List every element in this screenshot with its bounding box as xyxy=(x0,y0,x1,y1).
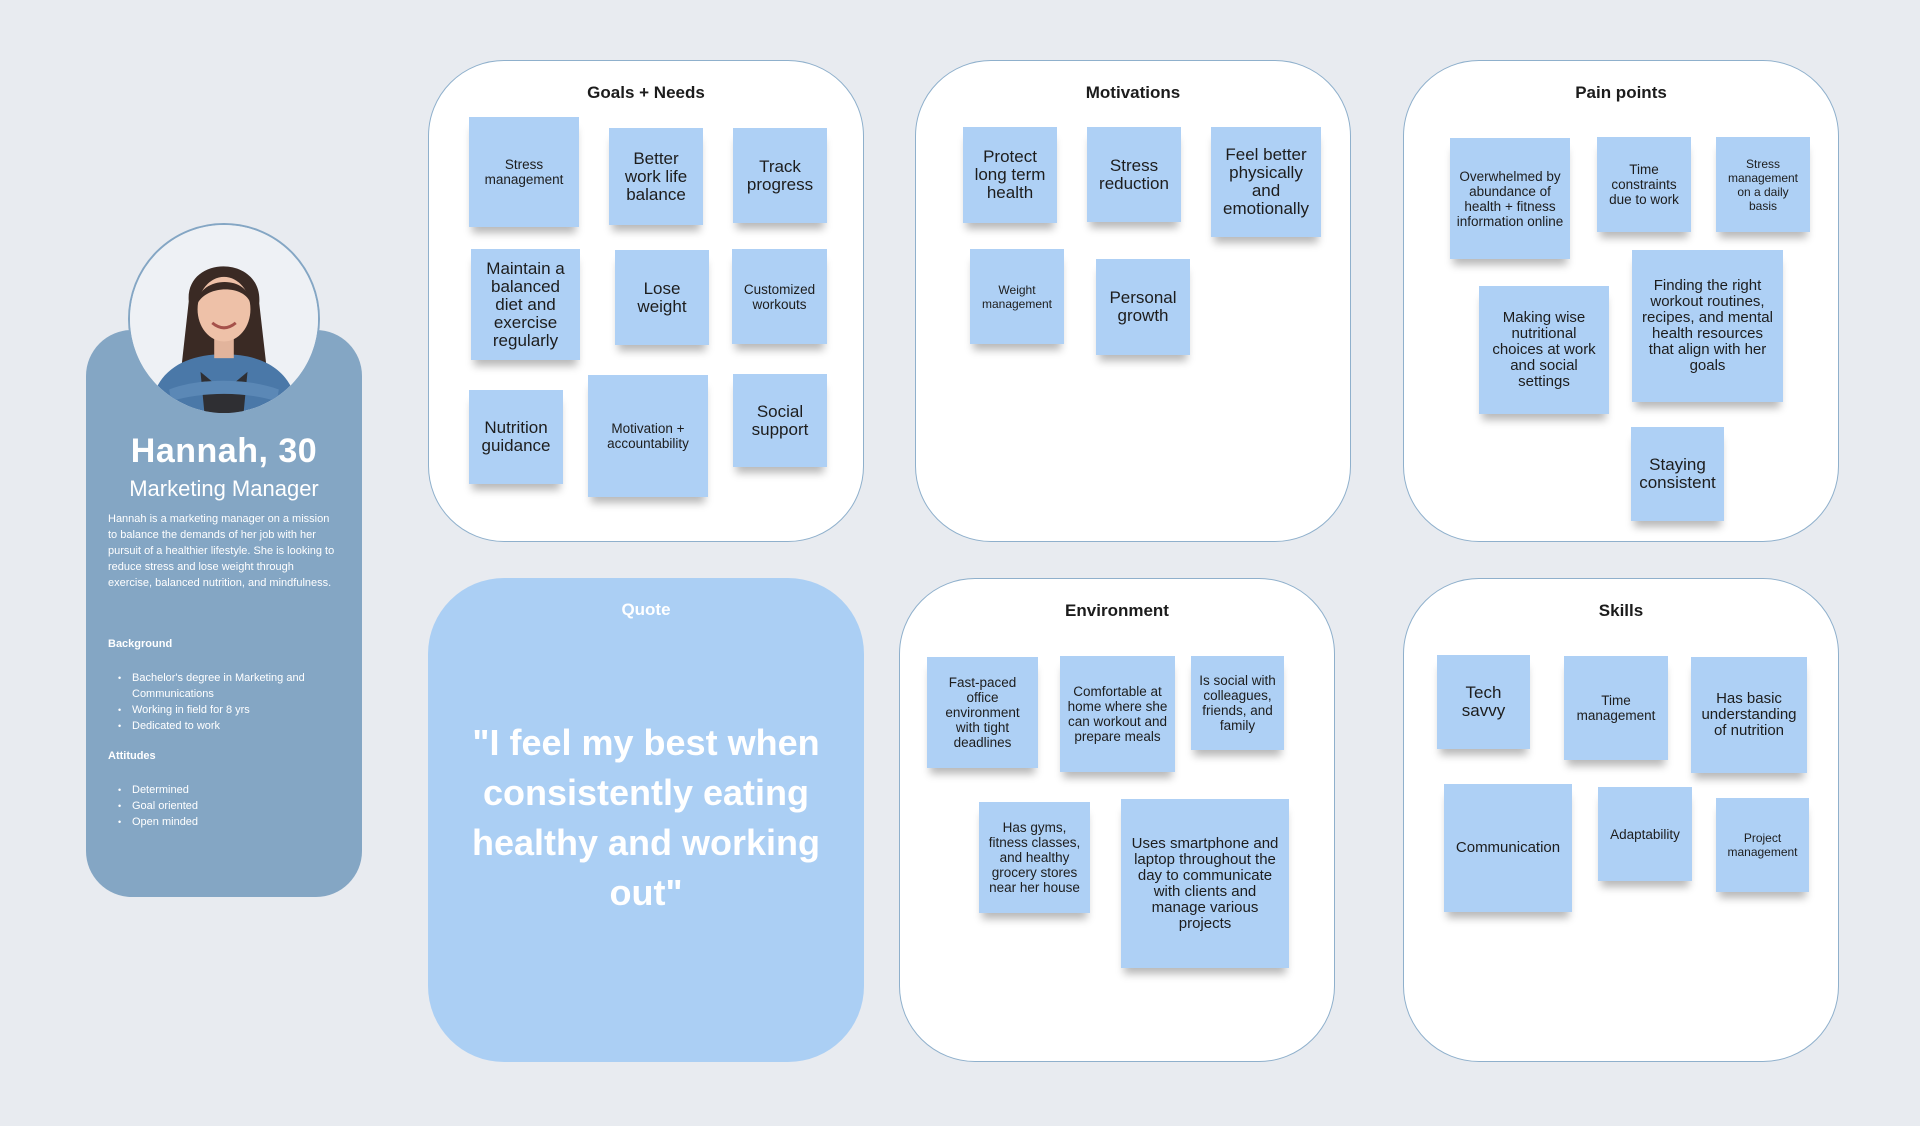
sticky-note[interactable]: Fast-paced office environment with tight… xyxy=(927,657,1038,768)
persona-role: Marketing Manager xyxy=(129,476,319,501)
sticky-note[interactable]: Finding the right workout routines, reci… xyxy=(1632,250,1783,402)
quote-title: Quote xyxy=(621,600,671,619)
attitudes-heading: Attitudes xyxy=(108,750,156,762)
sticky-note[interactable]: Communication xyxy=(1444,784,1572,912)
sticky-note[interactable]: Adaptability xyxy=(1598,787,1692,881)
sticky-note[interactable]: Is social with colleagues, friends, and … xyxy=(1191,656,1284,750)
attitudes-list: Determined Goal oriented Open minded xyxy=(108,782,344,830)
pain-points-title: Pain points xyxy=(1575,83,1667,102)
quote-text: "I feel my best when consistently eating… xyxy=(471,722,821,913)
sticky-note[interactable]: Uses smartphone and laptop throughout th… xyxy=(1121,799,1289,968)
sticky-note[interactable]: Better work life balance xyxy=(609,128,703,225)
sticky-note[interactable]: Comfortable at home where she can workou… xyxy=(1060,656,1175,772)
sticky-note[interactable]: Feel better physically and emotionally xyxy=(1211,127,1321,237)
sticky-note[interactable]: Time management xyxy=(1564,656,1668,760)
motivations-title: Motivations xyxy=(1085,83,1181,102)
sticky-note[interactable]: Stress management xyxy=(469,117,579,227)
persona-bio: Hannah is a marketing manager on a missi… xyxy=(108,513,335,589)
attitude-item: Open minded xyxy=(108,814,344,830)
sticky-note[interactable]: Project management xyxy=(1716,798,1809,892)
sticky-note[interactable]: Staying consistent xyxy=(1631,427,1724,521)
sticky-note[interactable]: Stress management on a daily basis xyxy=(1716,137,1810,232)
persona-card: Hannah, 30 Marketing Manager Hannah is a… xyxy=(86,330,362,897)
sticky-note[interactable]: Tech savvy xyxy=(1437,655,1530,749)
sticky-note[interactable]: Time constraints due to work xyxy=(1597,137,1691,232)
sticky-note[interactable]: Stress reduction xyxy=(1087,127,1181,222)
sticky-note[interactable]: Motivation + accountability xyxy=(588,375,708,497)
background-list: Bachelor's degree in Marketing and Commu… xyxy=(108,670,344,734)
sticky-note[interactable]: Weight management xyxy=(970,249,1064,344)
sticky-note[interactable]: Maintain a balanced diet and exercise re… xyxy=(471,249,580,360)
goals-needs-title: Goals + Needs xyxy=(587,83,705,102)
sticky-note[interactable]: Personal growth xyxy=(1096,259,1190,355)
sticky-note[interactable]: Lose weight xyxy=(615,250,709,345)
sticky-note[interactable]: Protect long term health xyxy=(963,127,1057,223)
background-heading: Background xyxy=(108,638,173,650)
environment-title: Environment xyxy=(1065,601,1169,620)
sticky-note[interactable]: Overwhelmed by abundance of health + fit… xyxy=(1450,138,1570,259)
sticky-note[interactable]: Customized workouts xyxy=(732,249,827,344)
sticky-note[interactable]: Social support xyxy=(733,374,827,467)
sticky-note[interactable]: Track progress xyxy=(733,128,827,223)
background-item: Bachelor's degree in Marketing and Commu… xyxy=(108,670,344,702)
skills-title: Skills xyxy=(1598,601,1644,620)
sticky-note[interactable]: Has basic understanding of nutrition xyxy=(1691,657,1807,773)
background-item: Working in field for 8 yrs xyxy=(108,702,344,718)
attitude-item: Determined xyxy=(108,782,344,798)
sticky-note[interactable]: Making wise nutritional choices at work … xyxy=(1479,286,1609,414)
persona-name: Hannah, 30 xyxy=(130,432,318,470)
avatar-photo xyxy=(130,225,318,413)
sticky-note[interactable]: Has gyms, fitness classes, and healthy g… xyxy=(979,802,1090,913)
attitude-item: Goal oriented xyxy=(108,798,344,814)
avatar xyxy=(128,223,320,415)
background-item: Dedicated to work xyxy=(108,718,344,734)
sticky-note[interactable]: Nutrition guidance xyxy=(469,390,563,484)
quote-panel: Quote "I feel my best when consistently … xyxy=(428,578,864,1062)
